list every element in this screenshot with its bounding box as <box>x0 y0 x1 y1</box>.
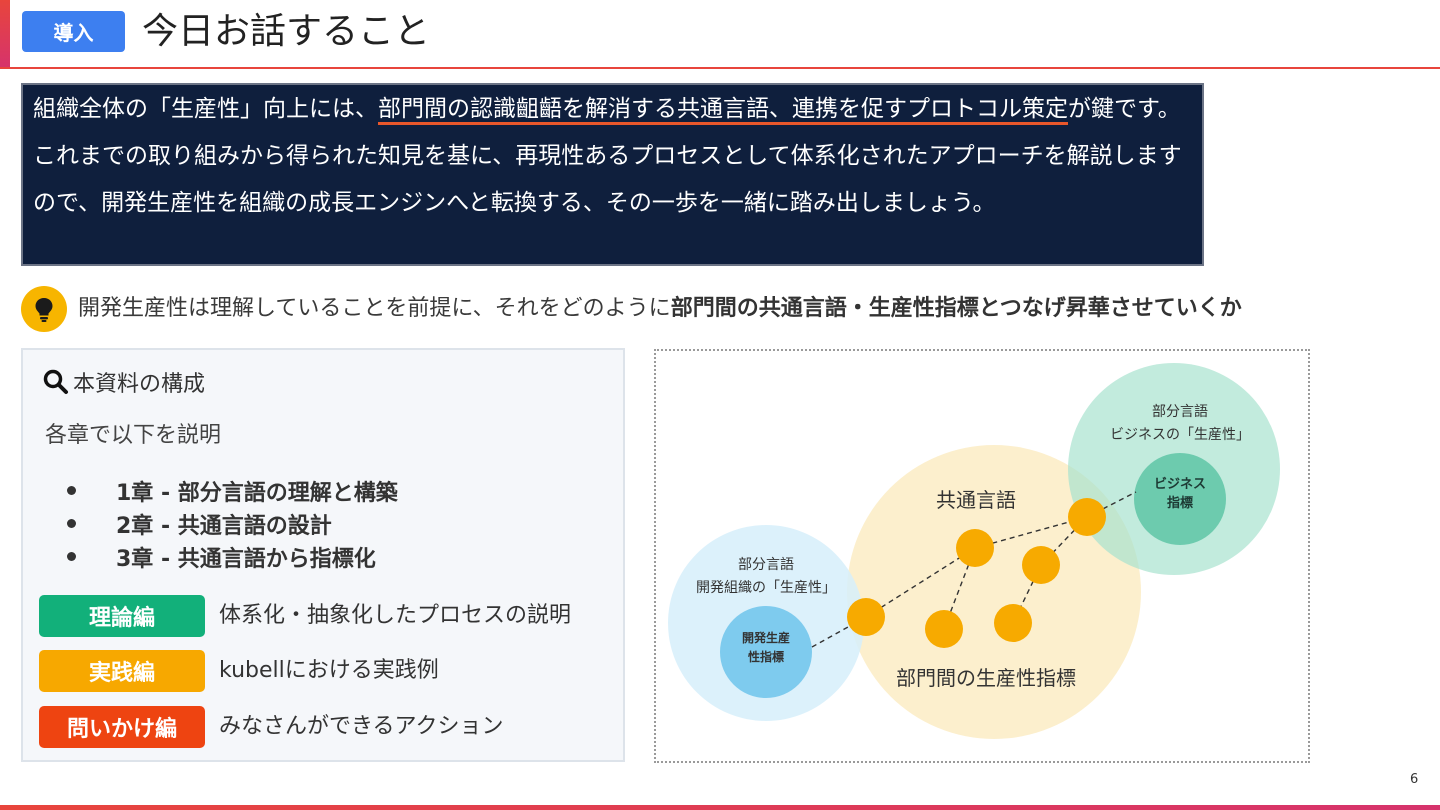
part-badge-practice: 実践編 <box>39 650 205 692</box>
tip-text: 開発生産性は理解していることを前提に、それをどのように部門間の共通言語・生産性指… <box>78 290 1242 328</box>
right-inner-label-1: ビジネス <box>1154 476 1206 492</box>
node-2 <box>956 529 994 567</box>
left-inner-label-1: 開発生産 <box>742 630 790 645</box>
part-desc-theory: 体系化・抽象化したプロセスの説明 <box>219 603 572 628</box>
center-bottom-label: 部門間の生産性指標 <box>896 666 1076 690</box>
left-inner-circle <box>720 606 812 698</box>
search-icon <box>43 369 68 394</box>
left-inner-label-2: 性指標 <box>747 649 784 664</box>
list-item: 2章 - 共通言語の設計 <box>67 507 398 540</box>
part-desc-practice: kubellにおける実践例 <box>219 658 439 683</box>
chapter-2: 2章 - 共通言語の設計 <box>116 513 332 539</box>
part-badge-theory: 理論編 <box>39 595 205 637</box>
right-label-1: 部分言語 <box>1152 404 1208 420</box>
section-badge: 導入 <box>22 11 125 52</box>
right-label-2: ビジネスの「生産性」 <box>1110 427 1250 443</box>
center-label: 共通言語 <box>936 488 1016 512</box>
list-item: 3章 - 共通言語から指標化 <box>67 540 398 573</box>
footer-bar <box>0 805 1440 810</box>
tip-normal: 開発生産性は理解していることを前提に、それをどのように <box>78 296 671 321</box>
header-divider <box>0 67 1440 69</box>
chapter-1: 1章 - 部分言語の理解と構築 <box>116 480 398 506</box>
node-4 <box>1022 546 1060 584</box>
summary-lead: 組織全体の「生産性」向上には、 <box>33 96 378 122</box>
page-title: 今日お話すること <box>142 11 431 52</box>
summary-rest: が鍵です。これまでの取り組みから得られた知見を基に、再現性あるプロセスとして体系… <box>33 96 1182 216</box>
node-6 <box>1068 498 1106 536</box>
structure-subtitle: 各章で以下を説明 <box>45 423 222 448</box>
node-1 <box>847 598 885 636</box>
list-item: 1章 - 部分言語の理解と構築 <box>67 474 398 507</box>
left-label-1: 部分言語 <box>738 557 794 573</box>
bullet-icon <box>67 519 76 528</box>
part-desc-question: みなさんができるアクション <box>219 714 504 739</box>
chapter-list: 1章 - 部分言語の理解と構築 2章 - 共通言語の設計 3章 - 共通言語から… <box>67 474 398 573</box>
bullet-icon <box>67 552 76 561</box>
right-inner-circle <box>1134 453 1226 545</box>
node-3 <box>925 610 963 648</box>
left-label-2: 開発組織の「生産性」 <box>696 580 836 596</box>
tip-bold: 部門間の共通言語・生産性指標とつなげ昇華させていくか <box>670 296 1242 321</box>
summary-highlight: 部門間の認識齟齬を解消する共通言語、連携を促すプロトコル策定 <box>378 96 1068 125</box>
summary-box: 組織全体の「生産性」向上には、部門間の認識齟齬を解消する共通言語、連携を促すプロ… <box>21 83 1204 266</box>
venn-diagram: 部分言語 開発組織の「生産性」 開発生産 性指標 共通言語 部門間の生産性指標 … <box>668 363 1280 739</box>
structure-card: 本資料の構成 各章で以下を説明 1章 - 部分言語の理解と構築 2章 - 共通言… <box>21 348 625 762</box>
page-number: 6 <box>1410 772 1419 787</box>
lightbulb-icon <box>21 286 67 332</box>
chapter-3: 3章 - 共通言語から指標化 <box>116 546 376 572</box>
structure-header: 本資料の構成 <box>43 366 205 398</box>
part-badge-question: 問いかけ編 <box>39 706 205 748</box>
bullet-icon <box>67 486 76 495</box>
right-inner-label-2: 指標 <box>1167 495 1193 511</box>
structure-title: 本資料の構成 <box>73 372 206 397</box>
header-accent-bar <box>0 0 10 68</box>
center-circle <box>847 445 1141 739</box>
node-5 <box>994 604 1032 642</box>
diagram-frame <box>654 349 1310 763</box>
